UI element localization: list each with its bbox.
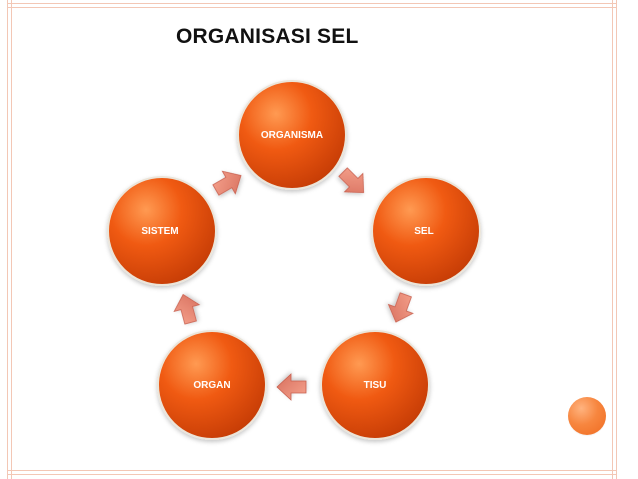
slide-frame-line (7, 7, 617, 8)
node-label: TISU (364, 380, 387, 391)
arrow-sel-to-tisu (387, 292, 414, 323)
node-circle (239, 82, 345, 188)
slide-frame-line (7, 470, 617, 471)
arrow-shape (173, 293, 201, 325)
slide-frame-line (7, 474, 617, 475)
node-label: SEL (414, 226, 433, 237)
page-indicator-dot (568, 397, 606, 435)
node-organisma: ORGANISMA (237, 80, 347, 190)
slide-frame-line (616, 0, 617, 479)
arrow-shape (387, 292, 414, 323)
slide-frame-line (612, 0, 613, 479)
node-organ: ORGAN (157, 330, 267, 440)
node-circle (322, 332, 428, 438)
node-tisu: TISU (320, 330, 430, 440)
slide-frame-line (7, 0, 8, 479)
node-circle (159, 332, 265, 438)
arrow-shape (212, 170, 242, 196)
arrow-tisu-to-organ (276, 373, 307, 401)
node-circle (373, 178, 479, 284)
slide-frame-line (7, 3, 617, 4)
arrow-shape (276, 373, 307, 401)
node-label: ORGANISMA (261, 130, 323, 141)
slide-title: ORGANISASI SEL (176, 25, 359, 48)
arrow-sistem-to-organisma (212, 170, 242, 196)
node-label: SISTEM (141, 226, 178, 237)
arrow-organisma-to-sel (338, 167, 365, 194)
arrow-organ-to-sistem (173, 293, 201, 325)
node-label: ORGAN (193, 380, 230, 391)
node-circle (109, 178, 215, 284)
node-sistem: SISTEM (107, 176, 217, 286)
slide-frame-line (11, 0, 12, 479)
node-sel: SEL (371, 176, 481, 286)
arrow-shape (338, 167, 365, 194)
